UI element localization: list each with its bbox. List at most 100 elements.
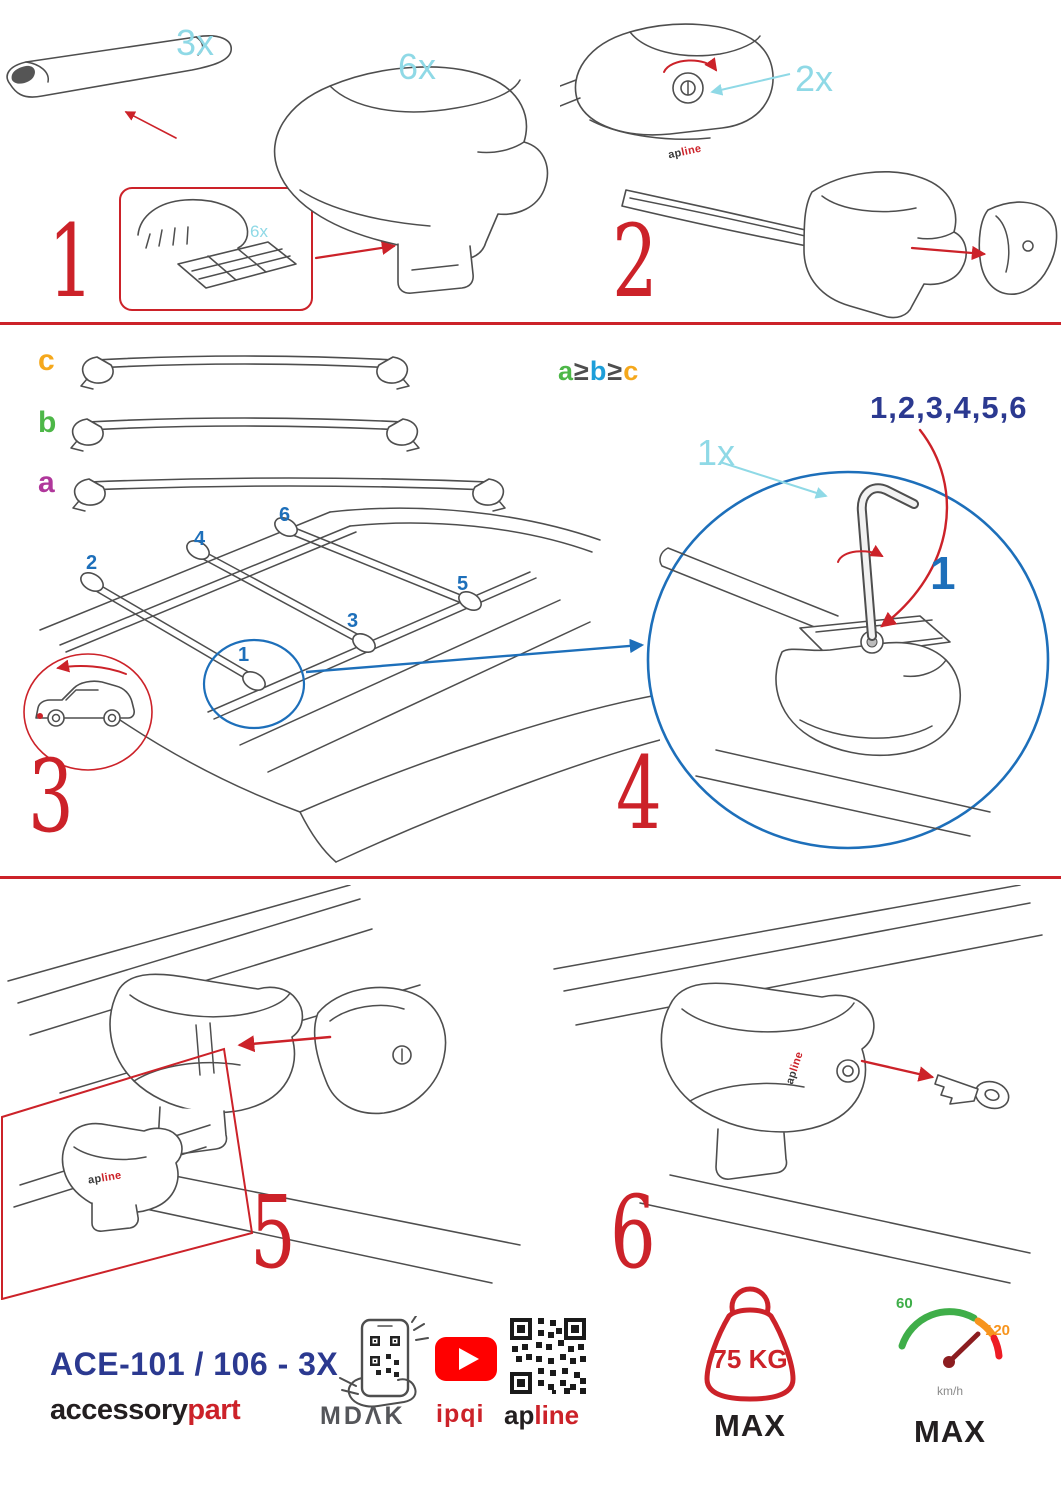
speed-low-label: 60	[896, 1295, 913, 1312]
step3-bars-illustration	[70, 355, 506, 512]
hand-sketch	[339, 1377, 417, 1408]
cover-attach-arrow	[237, 1035, 332, 1053]
bar-foot-endcap-illustration	[621, 171, 1058, 319]
position-number-6: 6	[279, 504, 291, 526]
scan-rays	[411, 1316, 429, 1341]
position-number-2: 2	[86, 552, 98, 574]
foot-with-lock	[660, 982, 875, 1180]
step3-number: 3	[28, 738, 74, 855]
position-number-4: 4	[194, 528, 206, 550]
speed-high-label: 120	[985, 1322, 1011, 1339]
step1-illustration	[6, 35, 549, 311]
section-divider-2	[0, 876, 1061, 879]
max-load-value: 75 KG	[712, 1344, 788, 1374]
formula-ge-1: ≥	[574, 356, 590, 386]
formula-b: b	[589, 356, 608, 386]
foot-on-rail	[109, 973, 304, 1156]
allen-key	[856, 483, 919, 641]
needle	[946, 1331, 981, 1365]
position-number-1: 1	[238, 644, 250, 666]
crossbar-a	[72, 477, 506, 512]
installed-inset	[0, 1047, 254, 1300]
size-label-a: a	[38, 466, 55, 499]
sequence-to-bolt-arrow	[880, 428, 949, 628]
end-cap	[978, 201, 1058, 295]
accessorypart-red: part	[187, 1394, 241, 1426]
step2-number: 2	[612, 203, 658, 320]
formula-a: a	[558, 356, 575, 386]
foot-quantity-label: 6x	[398, 46, 437, 87]
roof-rail-lines-6	[553, 885, 1043, 1284]
weight-icon	[704, 1286, 796, 1402]
step3-roof-illustration	[23, 507, 660, 863]
mdak-logo: MDΛK	[320, 1402, 406, 1430]
size-label-b: b	[38, 406, 57, 439]
lock-quantity-label: 2x	[795, 58, 834, 99]
key-rotation-arrow	[837, 544, 884, 563]
lock-quantity-arrow	[710, 73, 791, 96]
foot-lock-illustration	[560, 23, 774, 140]
tighten-sequence-label: 1,2,3,4,5,6	[870, 390, 1028, 425]
foot-closeup	[659, 547, 991, 837]
speed-unit-label: km/h	[936, 1384, 963, 1398]
key	[934, 1074, 1010, 1110]
mounted-crossbar-rear	[274, 517, 482, 611]
cover-piece	[313, 986, 447, 1115]
position-number-5: 5	[457, 573, 469, 595]
accessorypart-logo: accessorypart	[50, 1394, 241, 1427]
key-quantity-arrow	[719, 461, 828, 499]
keyhole	[836, 1059, 860, 1083]
play-icon	[459, 1348, 479, 1370]
roof-rack-foot	[273, 66, 549, 294]
crossbar-illustration	[6, 35, 232, 98]
youtube-icon	[435, 1337, 497, 1381]
crossbar-b	[70, 417, 420, 452]
key-insert-arrow	[860, 1059, 935, 1082]
ipqi-label: ipqi	[436, 1400, 485, 1428]
car-side-view	[35, 680, 135, 727]
bar-quantity-label: 3x	[176, 22, 215, 63]
formula-c: c	[623, 356, 640, 386]
section-divider-1	[0, 322, 1061, 325]
step5-illustration	[0, 885, 521, 1300]
size-formula: a≥b≥c	[558, 356, 639, 387]
max-speed-label: MAX	[914, 1414, 986, 1449]
step2-illustration	[560, 23, 1058, 319]
zoom-pointer-arrow	[305, 638, 645, 674]
apline-logo-footer: apline	[504, 1400, 579, 1431]
pad-quantity-label: 6x	[250, 222, 268, 241]
step5-number: 5	[250, 1174, 296, 1291]
step4-number: 4	[616, 735, 662, 852]
max-load-label: MAX	[714, 1408, 786, 1443]
size-label-c: c	[38, 344, 55, 377]
formula-ge-2: ≥	[607, 356, 624, 386]
step1-number: 1	[48, 203, 94, 320]
step6-illustration	[553, 885, 1043, 1284]
mounted-crossbar-front	[80, 572, 266, 691]
bar-pad-arrow	[124, 111, 177, 139]
rubber-pad	[177, 241, 297, 289]
pad-to-foot-arrow	[314, 240, 397, 260]
qr-code	[508, 1316, 588, 1396]
lock-cylinder	[672, 72, 704, 104]
step6-number: 6	[610, 1174, 656, 1291]
first-position-label: 1	[930, 547, 956, 599]
phone-scan-qr-icon	[339, 1316, 429, 1408]
car-roof-illustration	[39, 507, 660, 863]
apline-logo-ap: ap	[504, 1400, 535, 1430]
model-number: ACE-101 / 106 - 3X	[50, 1346, 339, 1382]
pad-detail-box	[119, 187, 313, 311]
crossbar-c	[80, 355, 410, 390]
key-quantity-label: 1x	[697, 432, 736, 473]
car-direction-arrow	[56, 659, 127, 675]
foot1-highlight-circle	[202, 638, 306, 730]
apline-logo-line: line	[534, 1400, 580, 1430]
position-number-3: 3	[347, 610, 359, 632]
speedometer-icon	[898, 1308, 1003, 1368]
accessorypart-black: accessory	[50, 1394, 188, 1426]
mounted-crossbar-middle	[186, 540, 376, 653]
car-direction-inset	[23, 653, 153, 771]
endcap-attach-arrow	[910, 245, 987, 261]
step4-illustration	[646, 428, 1050, 850]
